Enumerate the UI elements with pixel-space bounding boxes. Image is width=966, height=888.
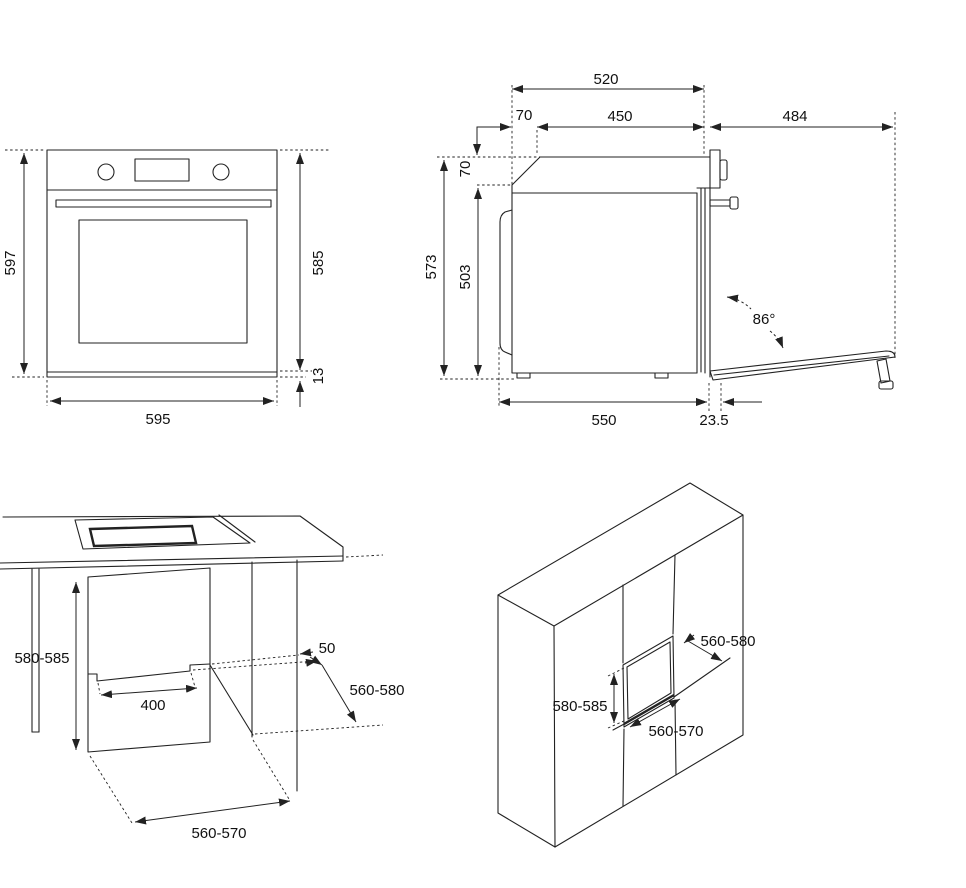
dim-label-side-back-offset: 70	[516, 107, 533, 124]
dim-label-col-niche-height: 580-585	[552, 698, 607, 715]
dim-label-front-plinth: 13	[310, 368, 327, 385]
dim-label-col-niche-depth: 560-580	[700, 633, 755, 650]
column-cabinet	[497, 482, 744, 848]
dim-label-side-depth-top-inner: 450	[607, 108, 632, 125]
dim-label-side-top-drop: 70	[457, 161, 474, 178]
dim-label-uc-niche-depth: 560-580	[349, 682, 404, 699]
knob-side	[719, 159, 728, 181]
side-view-dimensions: 520 70 450 484 70 573 503 86° 550 23.5	[423, 71, 893, 429]
dim-label-uc-setback: 50	[319, 640, 336, 657]
dim-label-side-height-lower: 503	[457, 264, 474, 289]
back-panel-bulge	[499, 209, 513, 356]
undercounter-dimensions: 580-585 400 50 560-580 560-570	[14, 582, 405, 842]
dim-label-side-depth-top: 520	[593, 71, 618, 88]
figure-undercounter: 580-585 400 50 560-580 560-570	[0, 514, 405, 842]
rear-foot	[516, 372, 531, 379]
figure-side-view: 520 70 450 484 70 573 503 86° 550 23.5	[423, 71, 896, 429]
oven-side-profile	[499, 149, 739, 379]
cabinet-top-face	[497, 482, 744, 627]
dim-label-side-door-angle: 86°	[753, 311, 776, 328]
dim-label-uc-niche-height: 580-585	[14, 650, 69, 667]
figure-front-view: 597 585 13 595	[2, 149, 331, 428]
front-view-reference-lines	[5, 149, 331, 406]
dim-label-side-door-open: 484	[782, 108, 807, 125]
door-handle	[55, 199, 272, 208]
niche-back-panel	[87, 567, 211, 753]
display-panel	[134, 158, 190, 182]
dim-label-side-height-total: 573	[423, 254, 440, 279]
right-knob	[212, 163, 230, 181]
oven-front-outline	[46, 149, 278, 378]
dim-label-front-width: 595	[145, 411, 170, 428]
figure-column: 560-580 580-585 560-570	[497, 482, 756, 848]
dim-label-front-fascia-height: 585	[310, 250, 327, 275]
hob-cutout	[88, 524, 198, 548]
column-dimensions: 560-580 580-585 560-570	[552, 633, 755, 740]
vent-rail	[87, 663, 211, 682]
door-window	[78, 219, 248, 344]
open-door	[709, 350, 896, 390]
dim-label-front-height-total: 597	[2, 250, 19, 275]
dim-label-col-niche-width: 560-570	[648, 723, 703, 740]
column-niche	[612, 635, 731, 731]
undercounter-reference-lines	[89, 654, 384, 824]
niche-opening	[622, 635, 675, 728]
undercounter-niche	[31, 559, 298, 792]
front-view-dimensions: 597 585 13 595	[2, 153, 327, 428]
hob-recess	[74, 516, 251, 550]
column-reference-lines	[607, 667, 627, 729]
dim-label-uc-vent-width: 400	[140, 697, 165, 714]
door-handle-leg	[876, 358, 891, 384]
handle-bar-side	[729, 196, 739, 210]
control-panel-side	[709, 149, 721, 189]
door-handle-foot	[878, 380, 894, 390]
countertop	[0, 514, 384, 570]
side-view-reference-lines	[437, 85, 896, 413]
front-foot	[654, 372, 669, 379]
handle-stem-side	[709, 199, 731, 207]
dim-label-side-depth-body: 550	[591, 412, 616, 429]
left-knob	[97, 163, 115, 181]
dim-label-side-door-gap: 23.5	[699, 412, 728, 429]
dim-label-uc-niche-width: 560-570	[191, 825, 246, 842]
